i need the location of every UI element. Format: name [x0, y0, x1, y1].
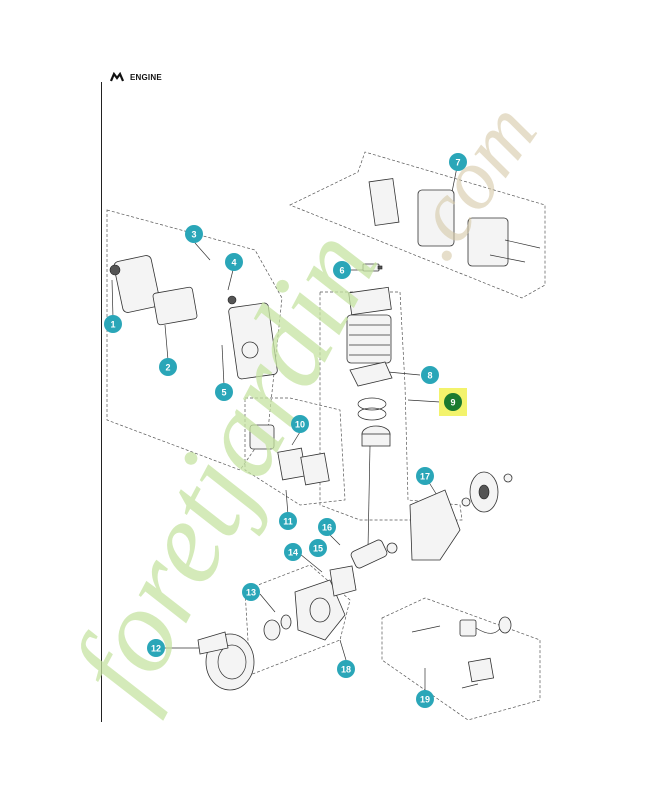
callout-12[interactable]: 12: [147, 639, 165, 657]
callout-14[interactable]: 14: [284, 543, 302, 561]
air-filter: [152, 286, 198, 326]
screw: [227, 295, 237, 305]
section-title: ENGINE: [130, 72, 162, 82]
svg-text:5: 5: [221, 388, 226, 398]
svg-text:7: 7: [455, 158, 460, 168]
engine-logo-icon: [110, 72, 124, 82]
svg-text:8: 8: [427, 371, 432, 381]
crankcase-half-left: [294, 579, 346, 641]
svg-text:9: 9: [450, 398, 455, 408]
callout-3[interactable]: 3: [185, 225, 203, 243]
recoil-starter: [197, 631, 255, 691]
svg-text:11: 11: [283, 517, 293, 527]
svg-text:18: 18: [341, 665, 351, 675]
svg-text:16: 16: [322, 523, 332, 533]
callout-19[interactable]: 19: [416, 690, 434, 708]
callout-11[interactable]: 11: [279, 512, 297, 530]
tank-group-box: [289, 151, 546, 299]
carburetor-group-box: [244, 397, 346, 506]
gasket-seal: [329, 565, 357, 597]
carburetor: [249, 424, 330, 486]
svg-text:17: 17: [420, 472, 430, 482]
svg-text:6: 6: [339, 266, 344, 276]
callout-9-highlighted[interactable]: 9: [439, 388, 467, 416]
ignition-group-box: [381, 597, 541, 721]
air-filter-cover: [109, 255, 161, 313]
cylinder-group-box: [319, 291, 463, 521]
spark-plug: [362, 263, 383, 272]
piston: [361, 425, 391, 549]
flywheel: [461, 471, 513, 513]
cylinder-gasket: [349, 361, 393, 387]
svg-text:4: 4: [231, 258, 236, 268]
svg-text:1: 1: [110, 320, 115, 330]
svg-text:19: 19: [420, 695, 430, 705]
callout-6[interactable]: 6: [333, 261, 351, 279]
svg-text:3: 3: [191, 230, 196, 240]
callout-8[interactable]: 8: [421, 366, 439, 384]
ignition-module: [411, 616, 512, 689]
svg-text:12: 12: [151, 644, 161, 654]
callout-4[interactable]: 4: [225, 253, 243, 271]
svg-text:15: 15: [313, 544, 323, 554]
callout-17[interactable]: 17: [416, 467, 434, 485]
callout-7[interactable]: 7: [449, 153, 467, 171]
callout-1[interactable]: 1: [104, 315, 122, 333]
piston-rings: [357, 397, 387, 421]
callout-18[interactable]: 18: [337, 660, 355, 678]
watermark-suffix: .com: [382, 86, 555, 276]
left-margin-rule: [101, 82, 102, 722]
svg-text:2: 2: [165, 363, 170, 373]
cylinder: [346, 286, 392, 364]
callout-2[interactable]: 2: [159, 358, 177, 376]
svg-text:14: 14: [288, 548, 298, 558]
callout-13[interactable]: 13: [242, 583, 260, 601]
starter-pulley: [263, 614, 292, 641]
fuel-tank: [368, 178, 541, 267]
callout-10[interactable]: 10: [291, 415, 309, 433]
section-header: ENGINE: [110, 72, 162, 82]
callout-15[interactable]: 15: [309, 539, 327, 557]
crankcase-half-right: [409, 489, 461, 561]
callout-16[interactable]: 16: [318, 518, 336, 536]
svg-text:13: 13: [246, 588, 256, 598]
air-filter-holder: [228, 302, 278, 380]
svg-text:10: 10: [295, 420, 305, 430]
callout-5[interactable]: 5: [215, 383, 233, 401]
